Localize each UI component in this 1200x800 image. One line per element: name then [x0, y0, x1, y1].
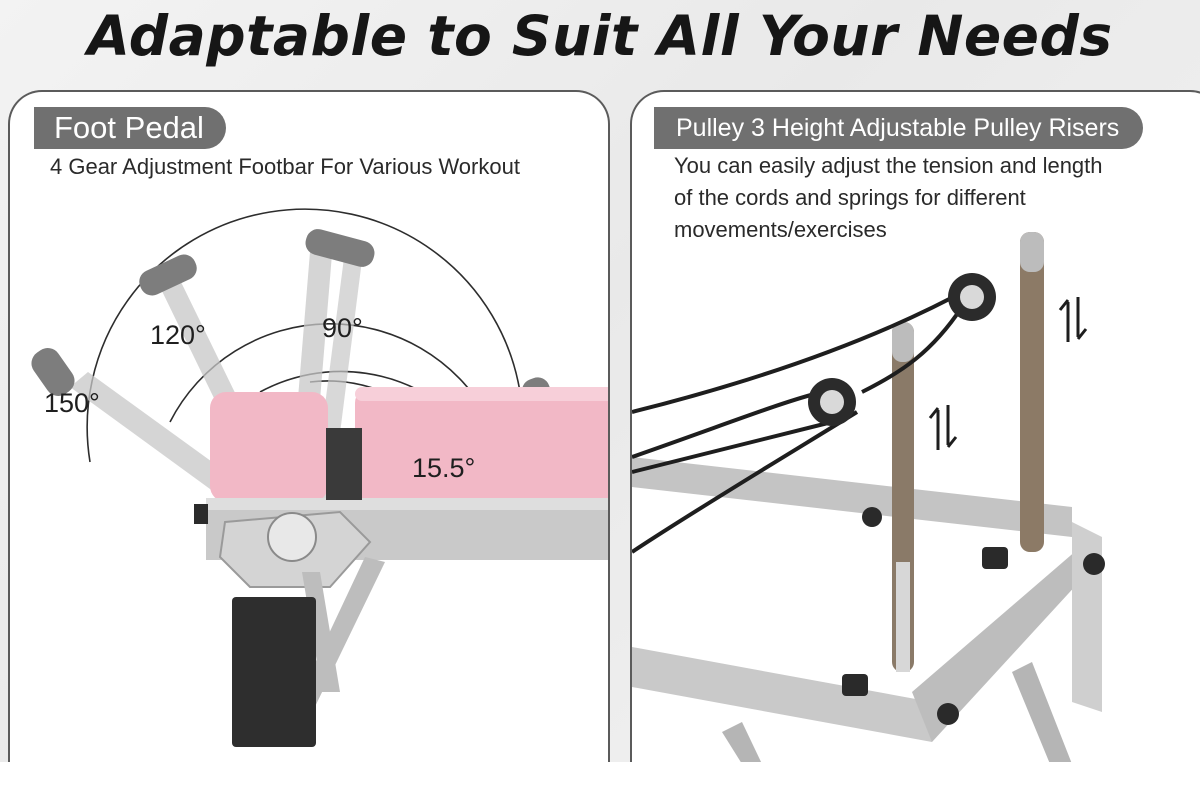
pilates-frame: [194, 428, 608, 717]
pulley-risers-tag: Pulley 3 Height Adjustable Pulley Risers: [654, 107, 1144, 149]
angle-label-150: 150°: [44, 388, 100, 418]
foot-pedal-panel: 150° 120° 90° 15.5° Foot Pedal 4 Gear Ad…: [8, 90, 610, 764]
angle-label-15-5: 15.5°: [412, 453, 475, 483]
up-down-arrows-icon: [928, 297, 1088, 450]
pulley-cords: [632, 285, 973, 554]
foot-pedal-description: 4 Gear Adjustment Footbar For Various Wo…: [50, 154, 520, 179]
description-line-3: movements/exercises: [674, 217, 887, 242]
foot-pedal-illustration: 150° 120° 90° 15.5°: [31, 208, 608, 747]
angle-labels: 150° 120° 90° 15.5°: [44, 313, 475, 483]
pulley-risers-description: You can easily adjust the tension and le…: [674, 150, 1194, 246]
pulley-risers-panel: Pulley 3 Height Adjustable Pulley Risers…: [630, 90, 1200, 764]
bottom-white-band: [0, 762, 1200, 800]
angle-label-120: 120°: [150, 320, 206, 350]
description-line-1: You can easily adjust the tension and le…: [674, 153, 1103, 178]
angle-label-90: 90°: [322, 313, 363, 343]
headline: Adaptable to Suit All Your Needs: [87, 4, 1113, 68]
frame-rails: [632, 457, 1105, 764]
foot-plate: [232, 597, 316, 747]
pulley-risers: [892, 232, 1044, 672]
pulley-risers-illustration: [632, 232, 1105, 764]
cushions: [210, 387, 608, 502]
foot-pedal-tag: Foot Pedal: [34, 107, 226, 149]
description-line-2: of the cords and springs for different: [674, 185, 1026, 210]
pulley-wheels: [808, 273, 996, 426]
